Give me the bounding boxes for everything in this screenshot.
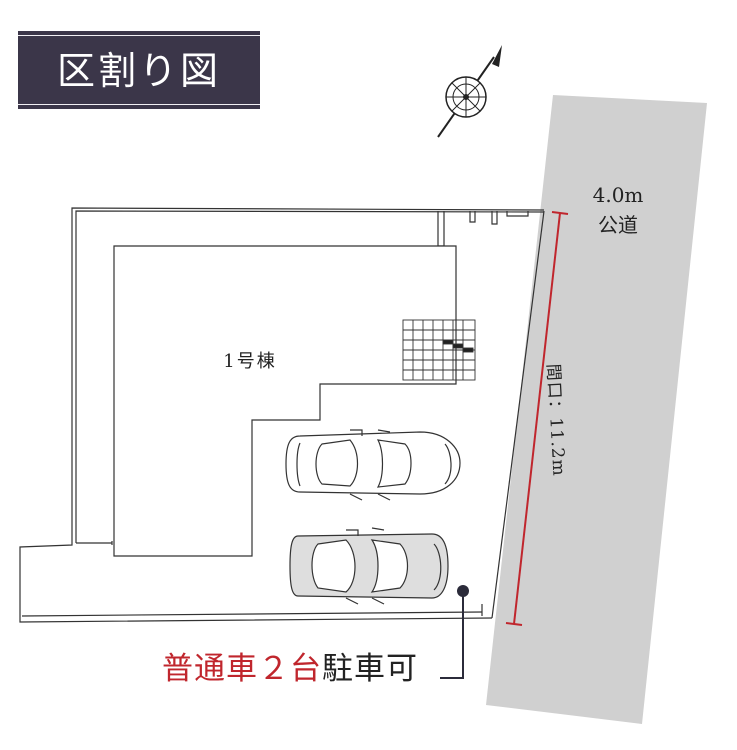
- road-area: [486, 95, 707, 724]
- entrance-tiles: [402, 319, 476, 381]
- building-footprint: [113, 245, 457, 557]
- road-width-label: 4.0m: [592, 183, 644, 207]
- parking-suffix: 駐車可: [322, 651, 418, 687]
- parking-note: 普通車２台駐車可: [162, 649, 418, 689]
- parking-count: 普通車２台: [162, 651, 322, 687]
- compass-icon: [437, 45, 502, 138]
- road-type-label: 公道: [598, 213, 638, 237]
- car-icon: [285, 429, 461, 501]
- title-bottom-rule: [18, 104, 260, 105]
- frontage-dimension: [505, 211, 569, 626]
- page-title: 区割り図: [56, 49, 221, 93]
- title-box: 区割り図: [18, 31, 260, 109]
- title-top-rule: [18, 35, 260, 36]
- site-boundary: [19, 207, 545, 623]
- car-icon: [289, 527, 449, 605]
- leader-line: [440, 591, 464, 679]
- building-label: 1号棟: [223, 351, 277, 372]
